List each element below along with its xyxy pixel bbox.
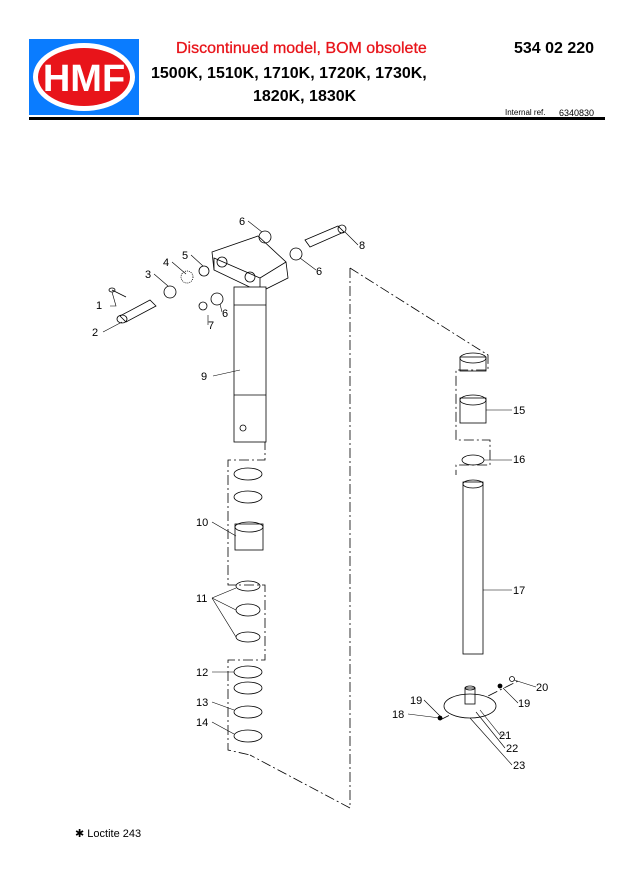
hmf-logo: HMF [29,39,139,115]
callout-7: 7 [208,320,214,332]
base-plate-part [437,676,515,721]
callout-6c: 6 [222,308,228,320]
callout-2: 2 [92,327,98,339]
callout-19b: 19 [518,698,530,710]
seal-stack-left [233,467,264,743]
callout-22: 22 [506,743,518,755]
svg-text:HMF: HMF [43,58,125,100]
callout-10: 10 [196,517,208,529]
callout-8: 8 [359,240,365,252]
callout-18: 18 [392,709,404,721]
callout-5: 5 [182,250,188,262]
callout-19a: 19 [410,695,422,707]
callout-9: 9 [201,371,207,383]
footnote: ✱ Loctite 243 [75,827,141,840]
callout-15: 15 [513,405,525,417]
callout-14: 14 [196,717,208,729]
callout-3: 3 [145,269,151,281]
head-block-part [211,235,289,293]
tube-part-9 [233,286,267,443]
callout-12: 12 [196,667,208,679]
star-icon: ✱ [75,828,85,840]
rod-part-17 [462,479,484,655]
loctite-star-icon: ✱ [531,404,541,418]
leader-lines [102,220,537,766]
seal-stack-right [459,352,487,466]
callout-13: 13 [196,697,208,709]
discontinued-notice: Discontinued model, BOM obsolete [176,40,427,57]
models-line-1: 1500K, 1510K, 1710K, 1720K, 1730K, [151,65,427,82]
callout-4: 4 [163,257,169,269]
internal-ref-label: Internal ref. [505,108,546,117]
callout-23: 23 [513,760,525,772]
callout-6b: 6 [316,266,322,278]
callout-21: 21 [499,730,511,742]
callout-1: 1 [96,300,102,312]
callout-16: 16 [513,454,525,466]
callout-11: 11 [196,593,207,605]
footnote-text: Loctite 243 [87,828,142,840]
callout-17: 17 [513,585,525,597]
internal-ref-value: 6340830 [559,108,595,118]
small-parts [108,224,347,324]
callout-6a: 6 [239,216,245,228]
header-rule [29,117,605,120]
part-number: 534 02 220 [514,40,595,57]
models-line-2: 1820K, 1830K [253,88,357,105]
callout-20: 20 [536,682,548,694]
callout-labels: 1 2 3 4 5 6 6 6 7 8 9 10 11 12 13 14 15 … [92,216,548,772]
